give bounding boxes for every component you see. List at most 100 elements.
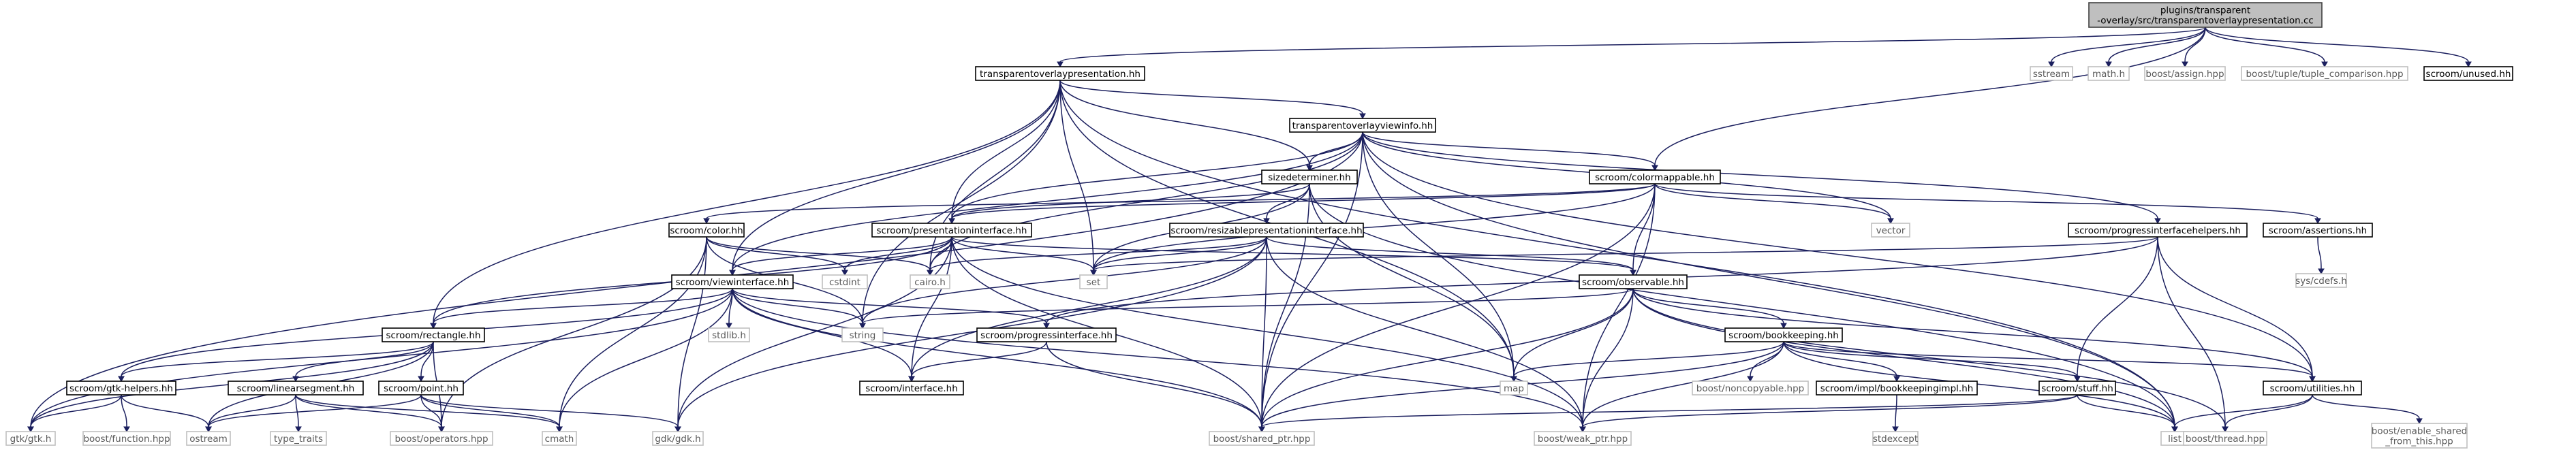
node-scroom-progressinterface[interactable]: scroom/progressinterface.hh — [976, 327, 1117, 342]
node-scroom-gtk-helpers[interactable]: scroom/gtk-helpers.hh — [66, 381, 176, 396]
dependency-edge — [729, 80, 1061, 276]
dependency-edge — [1258, 394, 2078, 433]
dependency-edge — [420, 394, 445, 433]
node-scroom-color[interactable]: scroom/color.hh — [668, 223, 745, 238]
node-label: sys/cdefs.h — [2295, 276, 2347, 287]
node-label: scroom/linearsegment.hh — [237, 383, 355, 394]
dependency-edge — [1046, 341, 1265, 433]
node-scroom-bookkeeping[interactable]: scroom/bookkeeping.hh — [1724, 327, 1843, 342]
dependency-edge — [1783, 341, 2316, 383]
node-boost-function[interactable]: boost/function.hpp — [82, 431, 171, 446]
node-gdk-h[interactable]: gdk/gdk.h — [652, 431, 704, 446]
node-string[interactable]: string — [841, 327, 884, 342]
node-scroom-rectangle[interactable]: scroom/rectangle.hh — [382, 327, 485, 342]
dependency-edge — [1654, 183, 2321, 225]
node-vector[interactable]: vector — [1871, 223, 1910, 238]
node-transparentoverlayviewinfo[interactable]: transparentoverlayviewinfo.hh — [1289, 118, 1436, 133]
node-boost-noncopyable[interactable]: boost/noncopyable.hpp — [1692, 381, 1809, 396]
dependency-edge — [2171, 394, 2313, 433]
node-label: scroom/progressinterfacehelpers.hh — [2075, 225, 2241, 236]
dependency-edge — [2157, 236, 2316, 383]
node-boost-operators[interactable]: boost/operators.hpp — [390, 431, 493, 446]
node-sstream[interactable]: sstream — [2030, 66, 2073, 81]
node-scroom-point[interactable]: scroom/point.hh — [378, 381, 464, 396]
node-boost-weak-ptr[interactable]: boost/weak_ptr.hpp — [1534, 431, 1632, 446]
node-scroom-colormappable[interactable]: scroom/colormappable.hh — [1589, 170, 1721, 184]
dependency-edge — [841, 236, 952, 276]
node-math-h[interactable]: math.h — [2088, 66, 2130, 81]
node-label: boost/weak_ptr.hpp — [1538, 434, 1628, 445]
dependency-edge — [205, 394, 422, 433]
dependency-edge — [121, 394, 212, 433]
node-set[interactable]: set — [1079, 274, 1108, 289]
node-boost-thread[interactable]: boost/thread.hpp — [2183, 431, 2267, 446]
node-label: gtk/gtk.h — [10, 434, 52, 445]
dependency-edge — [1263, 183, 1310, 225]
dependency-edge — [927, 236, 1267, 276]
node-label: stdlib.h — [712, 330, 746, 341]
node-layer: plugins/transparent-overlay/src/transpar… — [5, 2, 2513, 449]
node-cmath[interactable]: cmath — [542, 431, 577, 446]
node-map[interactable]: map — [1500, 381, 1528, 396]
node-label: cmath — [545, 434, 574, 445]
node-label: sstream — [2033, 69, 2070, 80]
node-cairo-h[interactable]: cairo.h — [910, 274, 950, 289]
dependency-edge — [1510, 341, 1784, 383]
edge-layer — [27, 27, 2472, 433]
node-label: boost/shared_ptr.hpp — [1213, 434, 1311, 445]
dependency-edge — [1892, 394, 1899, 433]
dependency-edge — [1510, 288, 1634, 383]
node-scroom-unused[interactable]: scroom/unused.hh — [2423, 66, 2513, 81]
node-scroom-utilities[interactable]: scroom/utilities.hh — [2263, 381, 2362, 396]
dependency-edge — [295, 394, 563, 433]
node-boost-shared-ptr[interactable]: boost/shared_ptr.hpp — [1209, 431, 1315, 446]
node-label: scroom/bookkeeping.hh — [1728, 330, 1839, 341]
dependency-edge — [2048, 27, 2206, 68]
node-label: scroom/resizablepresentationinterface.hh — [1170, 225, 1362, 236]
node-label: -overlay/src/transparentoverlaypresentat… — [2097, 16, 2314, 27]
node-sizedeterminer[interactable]: sizedeterminer.hh — [1261, 170, 1358, 184]
dependency-edge — [2077, 394, 2178, 433]
dependency-edge — [1059, 80, 2178, 433]
node-scroom-assertions[interactable]: scroom/assertions.hh — [2263, 223, 2373, 238]
dependency-edge — [1747, 341, 1784, 383]
node-scroom-linearsegment[interactable]: scroom/linearsegment.hh — [228, 381, 364, 396]
node-scroom-viewinterface[interactable]: scroom/viewinterface.hh — [671, 274, 794, 289]
node-root-transparentoverlaypresentation-cc[interactable]: plugins/transparent-overlay/src/transpar… — [2088, 2, 2323, 28]
node-list[interactable]: list — [2160, 431, 2189, 446]
node-scroom-resizablepresentationinterface[interactable]: scroom/resizablepresentationinterface.hh — [1169, 223, 1364, 238]
node-boost-tuple-comparison[interactable]: boost/tuple/tuple_comparison.hpp — [2241, 66, 2408, 81]
node-scroom-progressinterfacehelpers[interactable]: scroom/progressinterfacehelpers.hh — [2068, 223, 2248, 238]
node-scroom-observable[interactable]: scroom/observable.hh — [1579, 274, 1688, 289]
node-gtk-h[interactable]: gtk/gtk.h — [5, 431, 56, 446]
dependency-edge — [2222, 394, 2313, 433]
dependency-edge — [2205, 27, 2328, 68]
node-label: _from_this.hpp — [2385, 436, 2453, 447]
node-label: scroom/unused.hh — [2426, 69, 2511, 80]
node-transparentoverlaypresentation-hh[interactable]: transparentoverlaypresentation.hh — [975, 66, 1145, 81]
node-ostream[interactable]: ostream — [186, 431, 231, 446]
node-scroom-bookkeepingimpl[interactable]: scroom/impl/bookkeepingimpl.hh — [1816, 381, 1978, 396]
dependency-edge — [927, 80, 1061, 276]
dependency-edge — [1059, 80, 1366, 120]
node-sys-cdefs[interactable]: sys/cdefs.h — [2295, 273, 2347, 288]
node-boost-assign[interactable]: boost/assign.hpp — [2144, 66, 2226, 81]
node-stdexcept[interactable]: stdexcept — [1872, 431, 1919, 446]
node-scroom-presentationinterface[interactable]: scroom/presentationinterface.hh — [871, 223, 1032, 238]
node-boost-enable-shared-from-this[interactable]: boost/enable_shared_from_this.hpp — [2371, 423, 2468, 449]
node-type-traits[interactable]: type_traits — [270, 431, 327, 446]
node-label: set — [1087, 277, 1101, 288]
node-label: cairo.h — [914, 277, 946, 288]
node-label: scroom/rectangle.hh — [386, 330, 480, 341]
dependency-edge — [1362, 131, 2161, 225]
node-label: transparentoverlaypresentation.hh — [980, 69, 1140, 80]
node-scroom-stuff[interactable]: scroom/stuff.hh — [2038, 381, 2116, 396]
dependency-edge — [1059, 80, 1313, 172]
node-label: scroom/stuff.hh — [2041, 383, 2113, 394]
dependency-edge — [859, 288, 1634, 329]
dependency-edge — [729, 236, 952, 276]
node-scroom-interface[interactable]: scroom/interface.hh — [859, 381, 964, 396]
dependency-edge — [1266, 236, 1636, 276]
node-cstdint[interactable]: cstdint — [822, 274, 868, 289]
node-stdlib-h[interactable]: stdlib.h — [708, 327, 750, 342]
